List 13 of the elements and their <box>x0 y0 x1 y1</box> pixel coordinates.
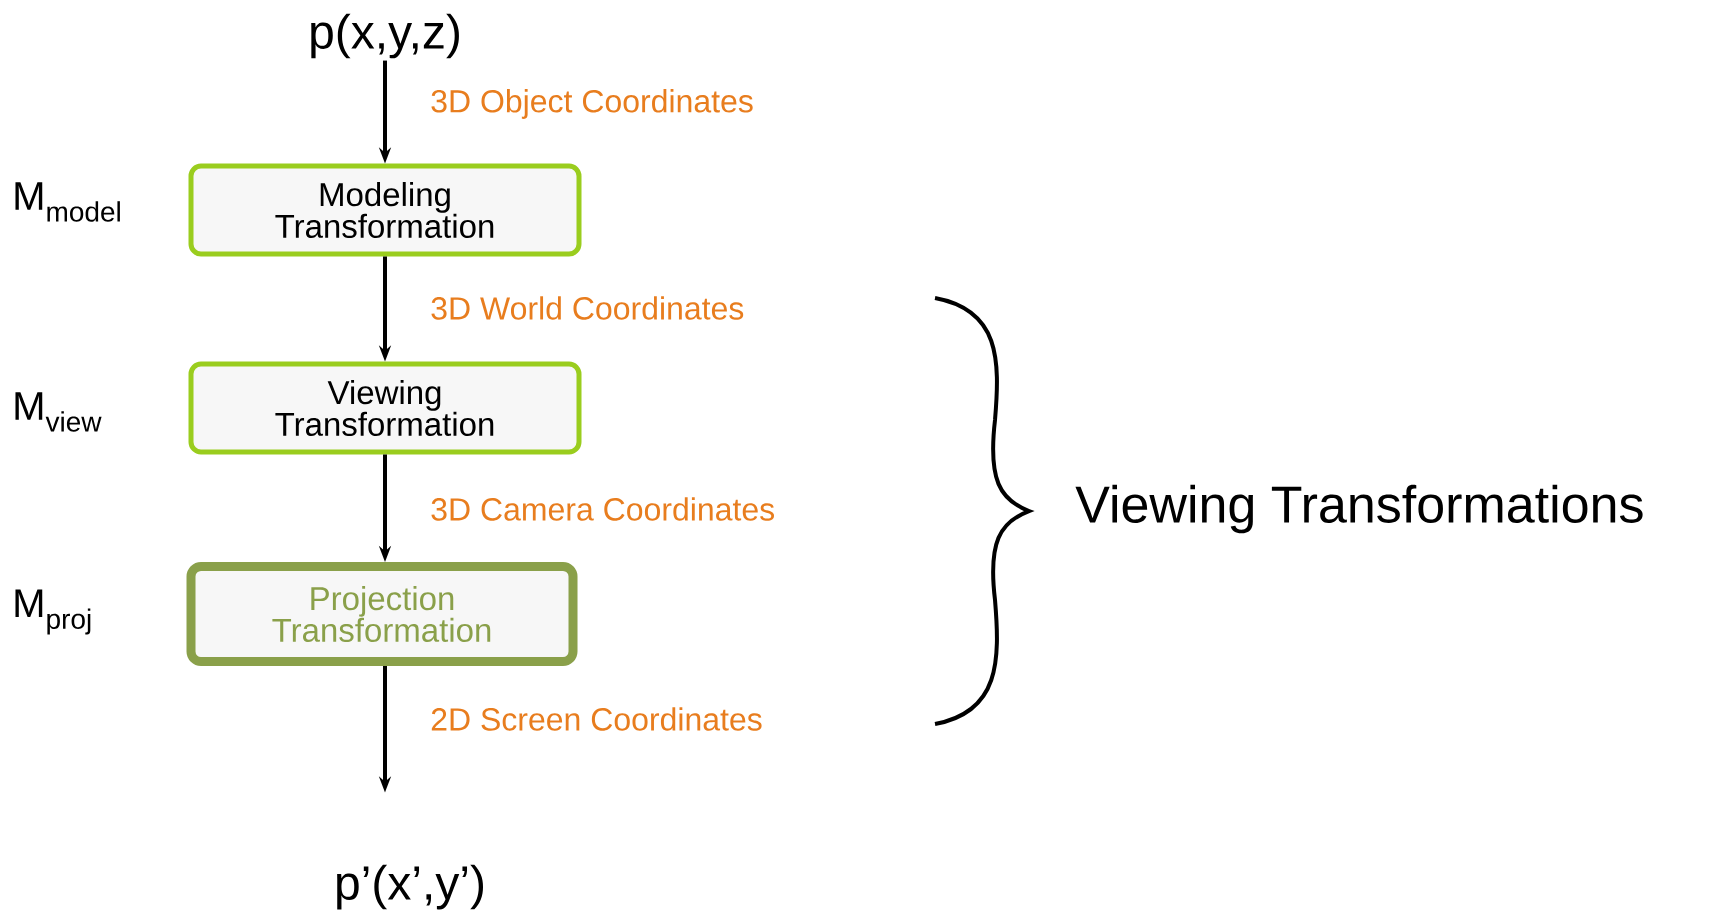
matrix-label: M$_{proj}$ <box>15 589 91 635</box>
edge-label: 3D Camera Coordinates <box>431 497 774 521</box>
formula-text: p’(x’,y’) <box>337 864 483 910</box>
process-box: Viewing Transformation <box>188 361 582 455</box>
process-box: Modeling Transformation <box>188 163 582 257</box>
edge-label: 3D Object Coordinates <box>431 89 753 119</box>
matrix-label: M$_{model}$ <box>15 182 120 222</box>
matrix-label: M$_{view}$ <box>15 392 102 432</box>
edge-label: 3D World Coordinates <box>431 296 744 320</box>
edge-label: 2D Screen Coordinates <box>431 707 762 731</box>
formula-text: p(x,y,z) <box>311 13 459 59</box>
process-box: Projection Transformation <box>186 562 578 666</box>
group-label: Viewing Transformations <box>1075 484 1643 534</box>
